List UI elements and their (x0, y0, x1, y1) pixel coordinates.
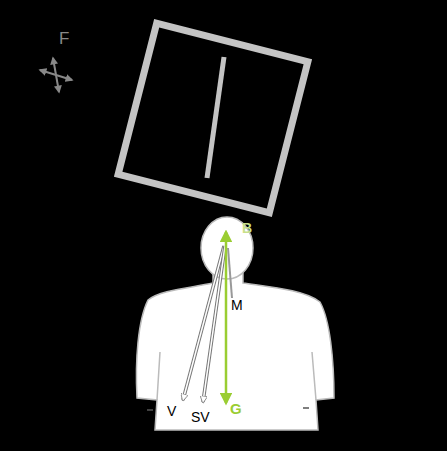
vector-label: SV (191, 410, 210, 424)
v-arrow (183, 246, 224, 400)
g-arrow (225, 232, 228, 403)
tilted-frame (118, 23, 308, 213)
vector-label: M (231, 298, 243, 312)
frame-symbol (40, 58, 72, 92)
sv-arrow (203, 246, 225, 402)
rod (207, 57, 224, 178)
sv-arrow (203, 246, 225, 402)
vector-label: B (242, 221, 252, 235)
vector-label: G (230, 401, 242, 416)
sleeve-line (157, 352, 316, 400)
v-arrow (183, 246, 224, 400)
vector-label: V (167, 404, 176, 418)
torso (136, 268, 334, 430)
m-line (228, 248, 232, 298)
vector-label: F (59, 30, 69, 47)
